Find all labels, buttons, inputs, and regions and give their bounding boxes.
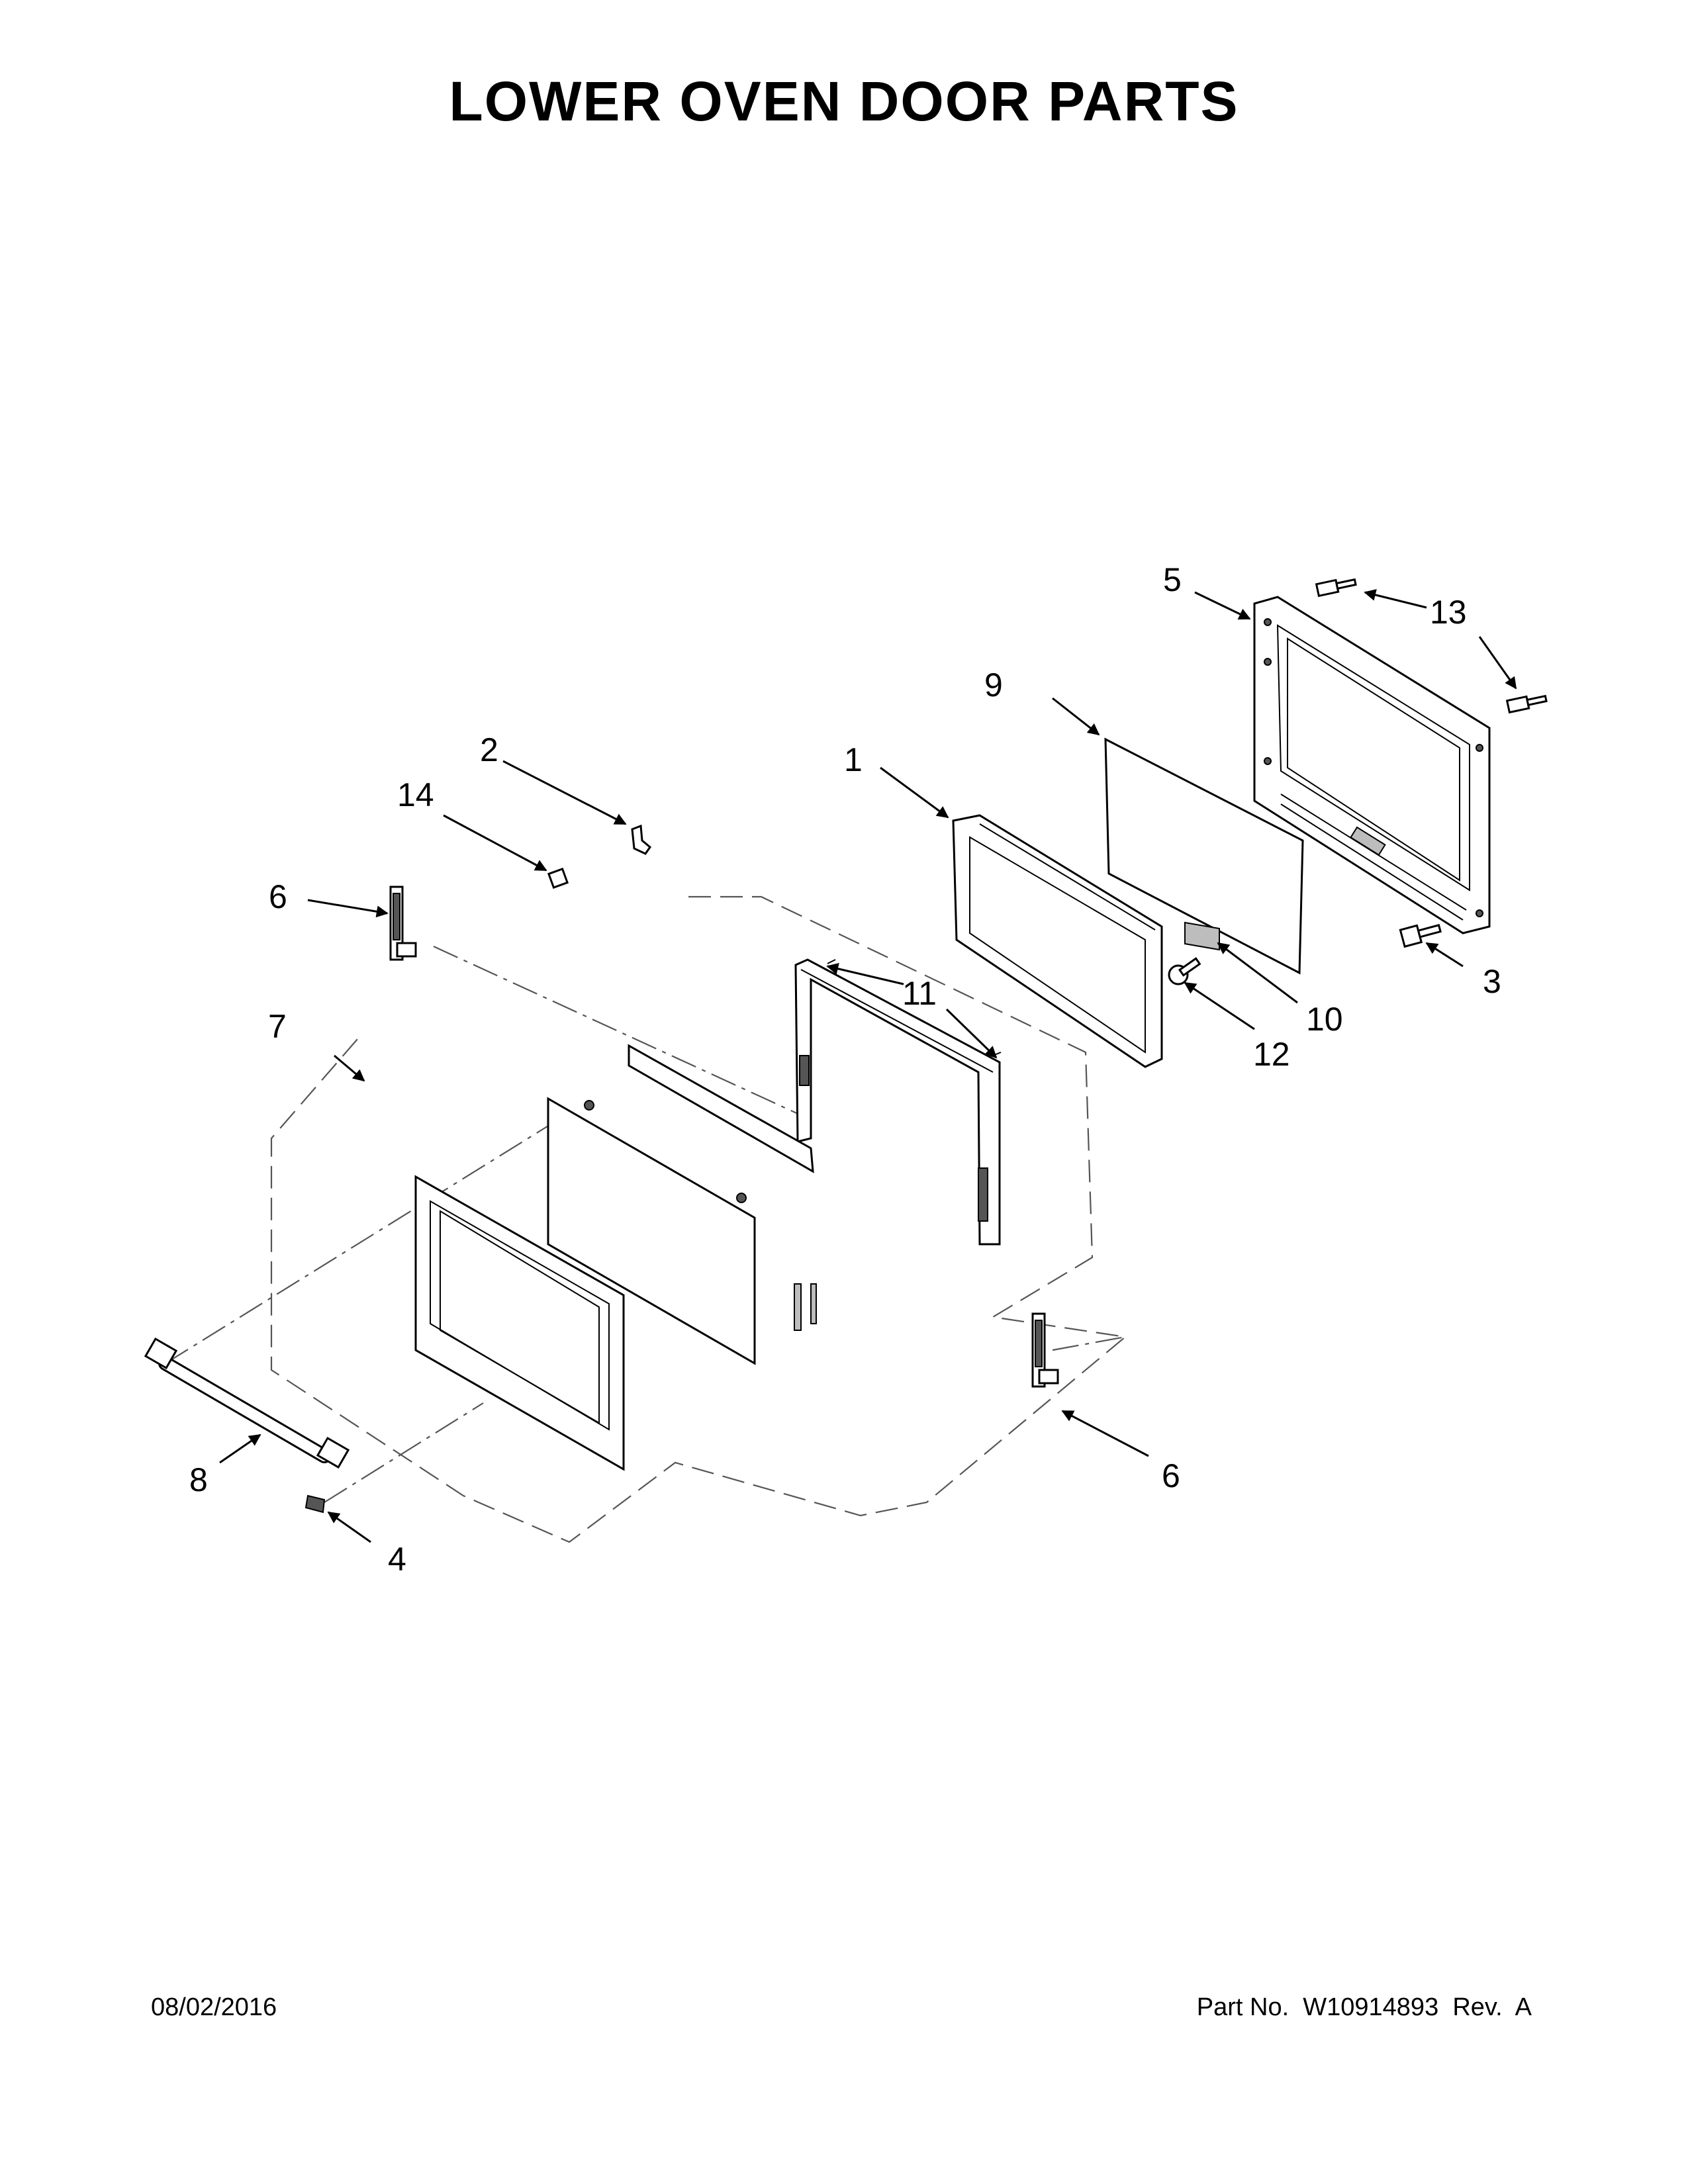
- callout-4: 4: [388, 1541, 406, 1578]
- callout-12: 12: [1253, 1036, 1290, 1073]
- callout-2: 2: [480, 731, 498, 768]
- part-9-inner-glass: [1104, 737, 1304, 975]
- part-2-bracket: [631, 824, 652, 855]
- callout-9: 9: [984, 666, 1003, 704]
- part-6-hinge-right: [1031, 1312, 1059, 1388]
- part-13-screws: [1315, 578, 1548, 714]
- callout-8: 8: [189, 1461, 208, 1498]
- callout-1: 1: [844, 741, 863, 778]
- part-4-clip: [305, 1494, 326, 1514]
- door-inner-glass-panel: [547, 1044, 817, 1365]
- callout-leaders: [219, 589, 1517, 1543]
- footer-date: 08/02/2016: [151, 1993, 277, 2021]
- callout-5: 5: [1163, 561, 1182, 598]
- callout-6a: 6: [269, 878, 287, 915]
- part-5-rear-door-frame: [1253, 596, 1491, 934]
- footer-part-number: Part No. W10914893 Rev. A: [1196, 1993, 1532, 2021]
- part-12-screw: [1168, 957, 1201, 985]
- door-assembly-outline: [165, 895, 1127, 1543]
- callout-10: 10: [1306, 1001, 1343, 1038]
- callout-13: 13: [1430, 594, 1467, 631]
- part-6-hinge-left: [389, 886, 417, 961]
- part-8-handle: [144, 1337, 350, 1469]
- callout-14: 14: [397, 776, 434, 813]
- part-14-clip: [547, 867, 569, 889]
- callout-11: 11: [902, 975, 937, 1012]
- callout-numbers: 1 2 3 4 5 6 6 7 8 9 10 11 12 13 14: [189, 561, 1501, 1578]
- part-1-inner-frame: [952, 814, 1163, 1068]
- part-11-door-channel: [794, 958, 1002, 1246]
- callout-6b: 6: [1162, 1457, 1180, 1494]
- page-title: LOWER OVEN DOOR PARTS: [449, 70, 1239, 132]
- outer-door-panel: [414, 1175, 625, 1471]
- part-3-screw: [1399, 924, 1442, 948]
- callout-7: 7: [268, 1008, 287, 1045]
- callout-3: 3: [1483, 963, 1501, 1000]
